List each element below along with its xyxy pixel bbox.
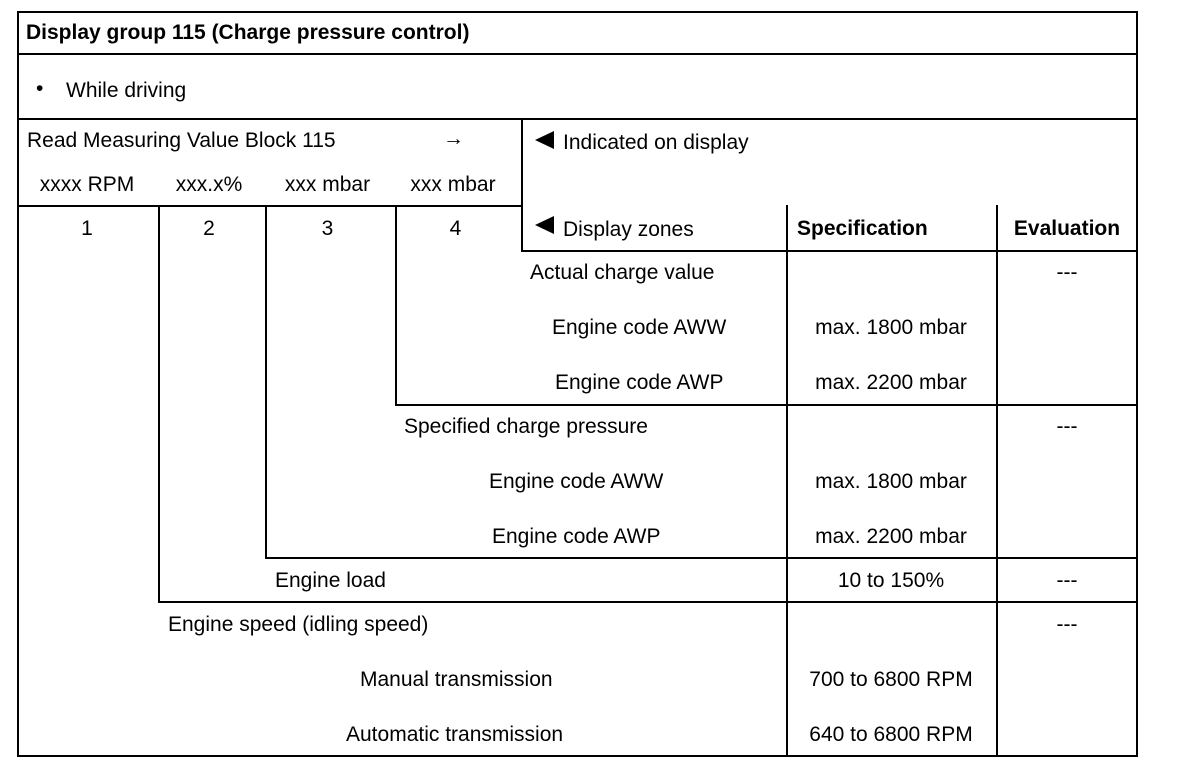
zone4-row-spec: max. 1800 mbar <box>815 316 967 339</box>
legend-indicated: Indicated on display <box>563 131 749 154</box>
zone4-label: Actual charge value <box>530 261 715 284</box>
border-bottom <box>17 755 1138 757</box>
page-title: Display group 115 (Charge pressure contr… <box>26 21 470 44</box>
condition-separator <box>17 118 1138 120</box>
zone-number-3: 3 <box>321 217 334 240</box>
zone4-evaluation: --- <box>1056 261 1078 284</box>
field-4: xxx mbar <box>410 173 496 196</box>
zone2-spec: 10 to 150% <box>837 569 945 592</box>
zone3-row-spec: max. 1800 mbar <box>815 470 967 493</box>
spec-column-divider <box>786 205 788 757</box>
read-block-label: Read Measuring Value Block 115 <box>27 129 336 152</box>
border-right <box>1136 11 1138 757</box>
eval-column-divider <box>996 205 998 757</box>
read-block-right-edge <box>521 118 523 252</box>
title-separator <box>17 53 1138 55</box>
zone1-label: Engine speed (idling speed) <box>168 613 429 636</box>
field-3: xxx mbar <box>284 173 371 196</box>
condition-bullet: • <box>36 77 44 100</box>
zone-number-2: 2 <box>203 217 215 240</box>
zone3-evaluation: --- <box>1056 415 1078 438</box>
legend-display-zones: Display zones <box>563 218 694 241</box>
zone3-row-label: Engine code AWP <box>492 525 661 548</box>
zone2-bracket-vertical <box>265 205 267 559</box>
zone3-label: Specified charge pressure <box>404 415 648 438</box>
read-block-arrow: → <box>443 127 464 150</box>
zone1-bracket-vertical <box>158 205 160 603</box>
border-left <box>17 11 19 757</box>
zone-number-4: 4 <box>449 217 462 240</box>
pointer-triangle-icon <box>535 131 554 149</box>
zone3-bracket-vertical <box>395 205 397 406</box>
zone2-evaluation: --- <box>1056 569 1078 592</box>
zone1-bracket-horizontal <box>158 601 1138 603</box>
zone4-row-spec: max. 2200 mbar <box>815 371 967 394</box>
spec-header-separator <box>521 250 1138 252</box>
zone4-row-label: Engine code AWW <box>552 316 727 339</box>
zone1-row-spec: 640 to 6800 RPM <box>809 723 973 746</box>
field-1: xxxx RPM <box>39 173 135 196</box>
zone1-row-label: Manual transmission <box>360 668 553 691</box>
field-2: xxx.x% <box>175 173 243 196</box>
zone3-bracket-horizontal <box>395 404 1138 406</box>
read-block-separator <box>17 205 523 207</box>
zone2-label: Engine load <box>275 569 386 592</box>
zone3-row-spec: max. 2200 mbar <box>815 525 967 548</box>
zone4-row-label: Engine code AWP <box>555 371 724 394</box>
zone2-bracket-horizontal <box>265 557 1138 559</box>
column-header-specification: Specification <box>797 217 928 240</box>
zone1-evaluation: --- <box>1056 613 1078 636</box>
zone-number-1: 1 <box>81 217 93 240</box>
zone1-row-spec: 700 to 6800 RPM <box>809 668 973 691</box>
pointer-triangle-icon <box>535 216 554 234</box>
condition-text: While driving <box>66 79 187 102</box>
zone3-row-label: Engine code AWW <box>489 470 664 493</box>
border-top <box>17 11 1138 13</box>
column-header-evaluation: Evaluation <box>1013 217 1121 240</box>
zone1-row-label: Automatic transmission <box>346 723 564 746</box>
